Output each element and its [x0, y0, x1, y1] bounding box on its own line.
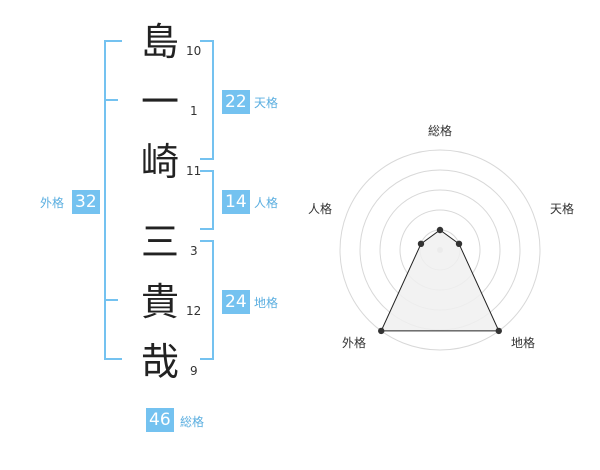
- stroke-count-1: 10: [186, 44, 202, 58]
- tenkaku-label: 天格: [254, 96, 279, 110]
- gaikaku-label: 外格: [40, 196, 65, 210]
- name-char-5: 貴: [140, 280, 179, 324]
- stroke-count-4: 3: [190, 244, 198, 258]
- soukaku-label: 総格: [180, 415, 205, 429]
- jinkaku-label: 人格: [254, 196, 279, 210]
- gaikaku-value-badge: 32: [72, 190, 100, 214]
- soukaku-value-badge: 46: [146, 408, 174, 432]
- radar-axis-label-jinkaku: 人格: [308, 202, 333, 216]
- radar-axis-label-chikaku: 地格: [511, 336, 536, 350]
- stroke-count-5: 12: [186, 304, 202, 318]
- stroke-count-3: 11: [186, 164, 202, 178]
- chikaku-value-badge: 24: [222, 290, 250, 314]
- stroke-count-6: 9: [190, 364, 198, 378]
- radar-area-polygon: [380, 229, 500, 332]
- radar-point-2: [455, 240, 463, 248]
- radar-point-5: [417, 240, 425, 248]
- radar-point-1: [436, 226, 444, 234]
- radar-axis-label-gaikaku: 外格: [342, 336, 367, 350]
- name-char-3: 崎: [140, 140, 179, 184]
- tenkaku-value-badge: 22: [222, 90, 250, 114]
- name-char-4: 三: [140, 220, 179, 264]
- radar-axis-label-tenkaku: 天格: [550, 202, 575, 216]
- radar-axis-label-soukaku: 総格: [428, 124, 453, 138]
- stroke-count-2: 1: [190, 104, 198, 118]
- name-char-6: 哉: [140, 340, 179, 384]
- radar-point-3: [495, 327, 502, 335]
- radar-point-4: [378, 327, 385, 335]
- jinkaku-value-badge: 14: [222, 190, 250, 214]
- name-char-2: 一: [140, 80, 179, 124]
- chikaku-label: 地格: [254, 296, 279, 310]
- name-char-1: 島: [140, 20, 179, 64]
- fortune-radar-chart: [339, 149, 541, 351]
